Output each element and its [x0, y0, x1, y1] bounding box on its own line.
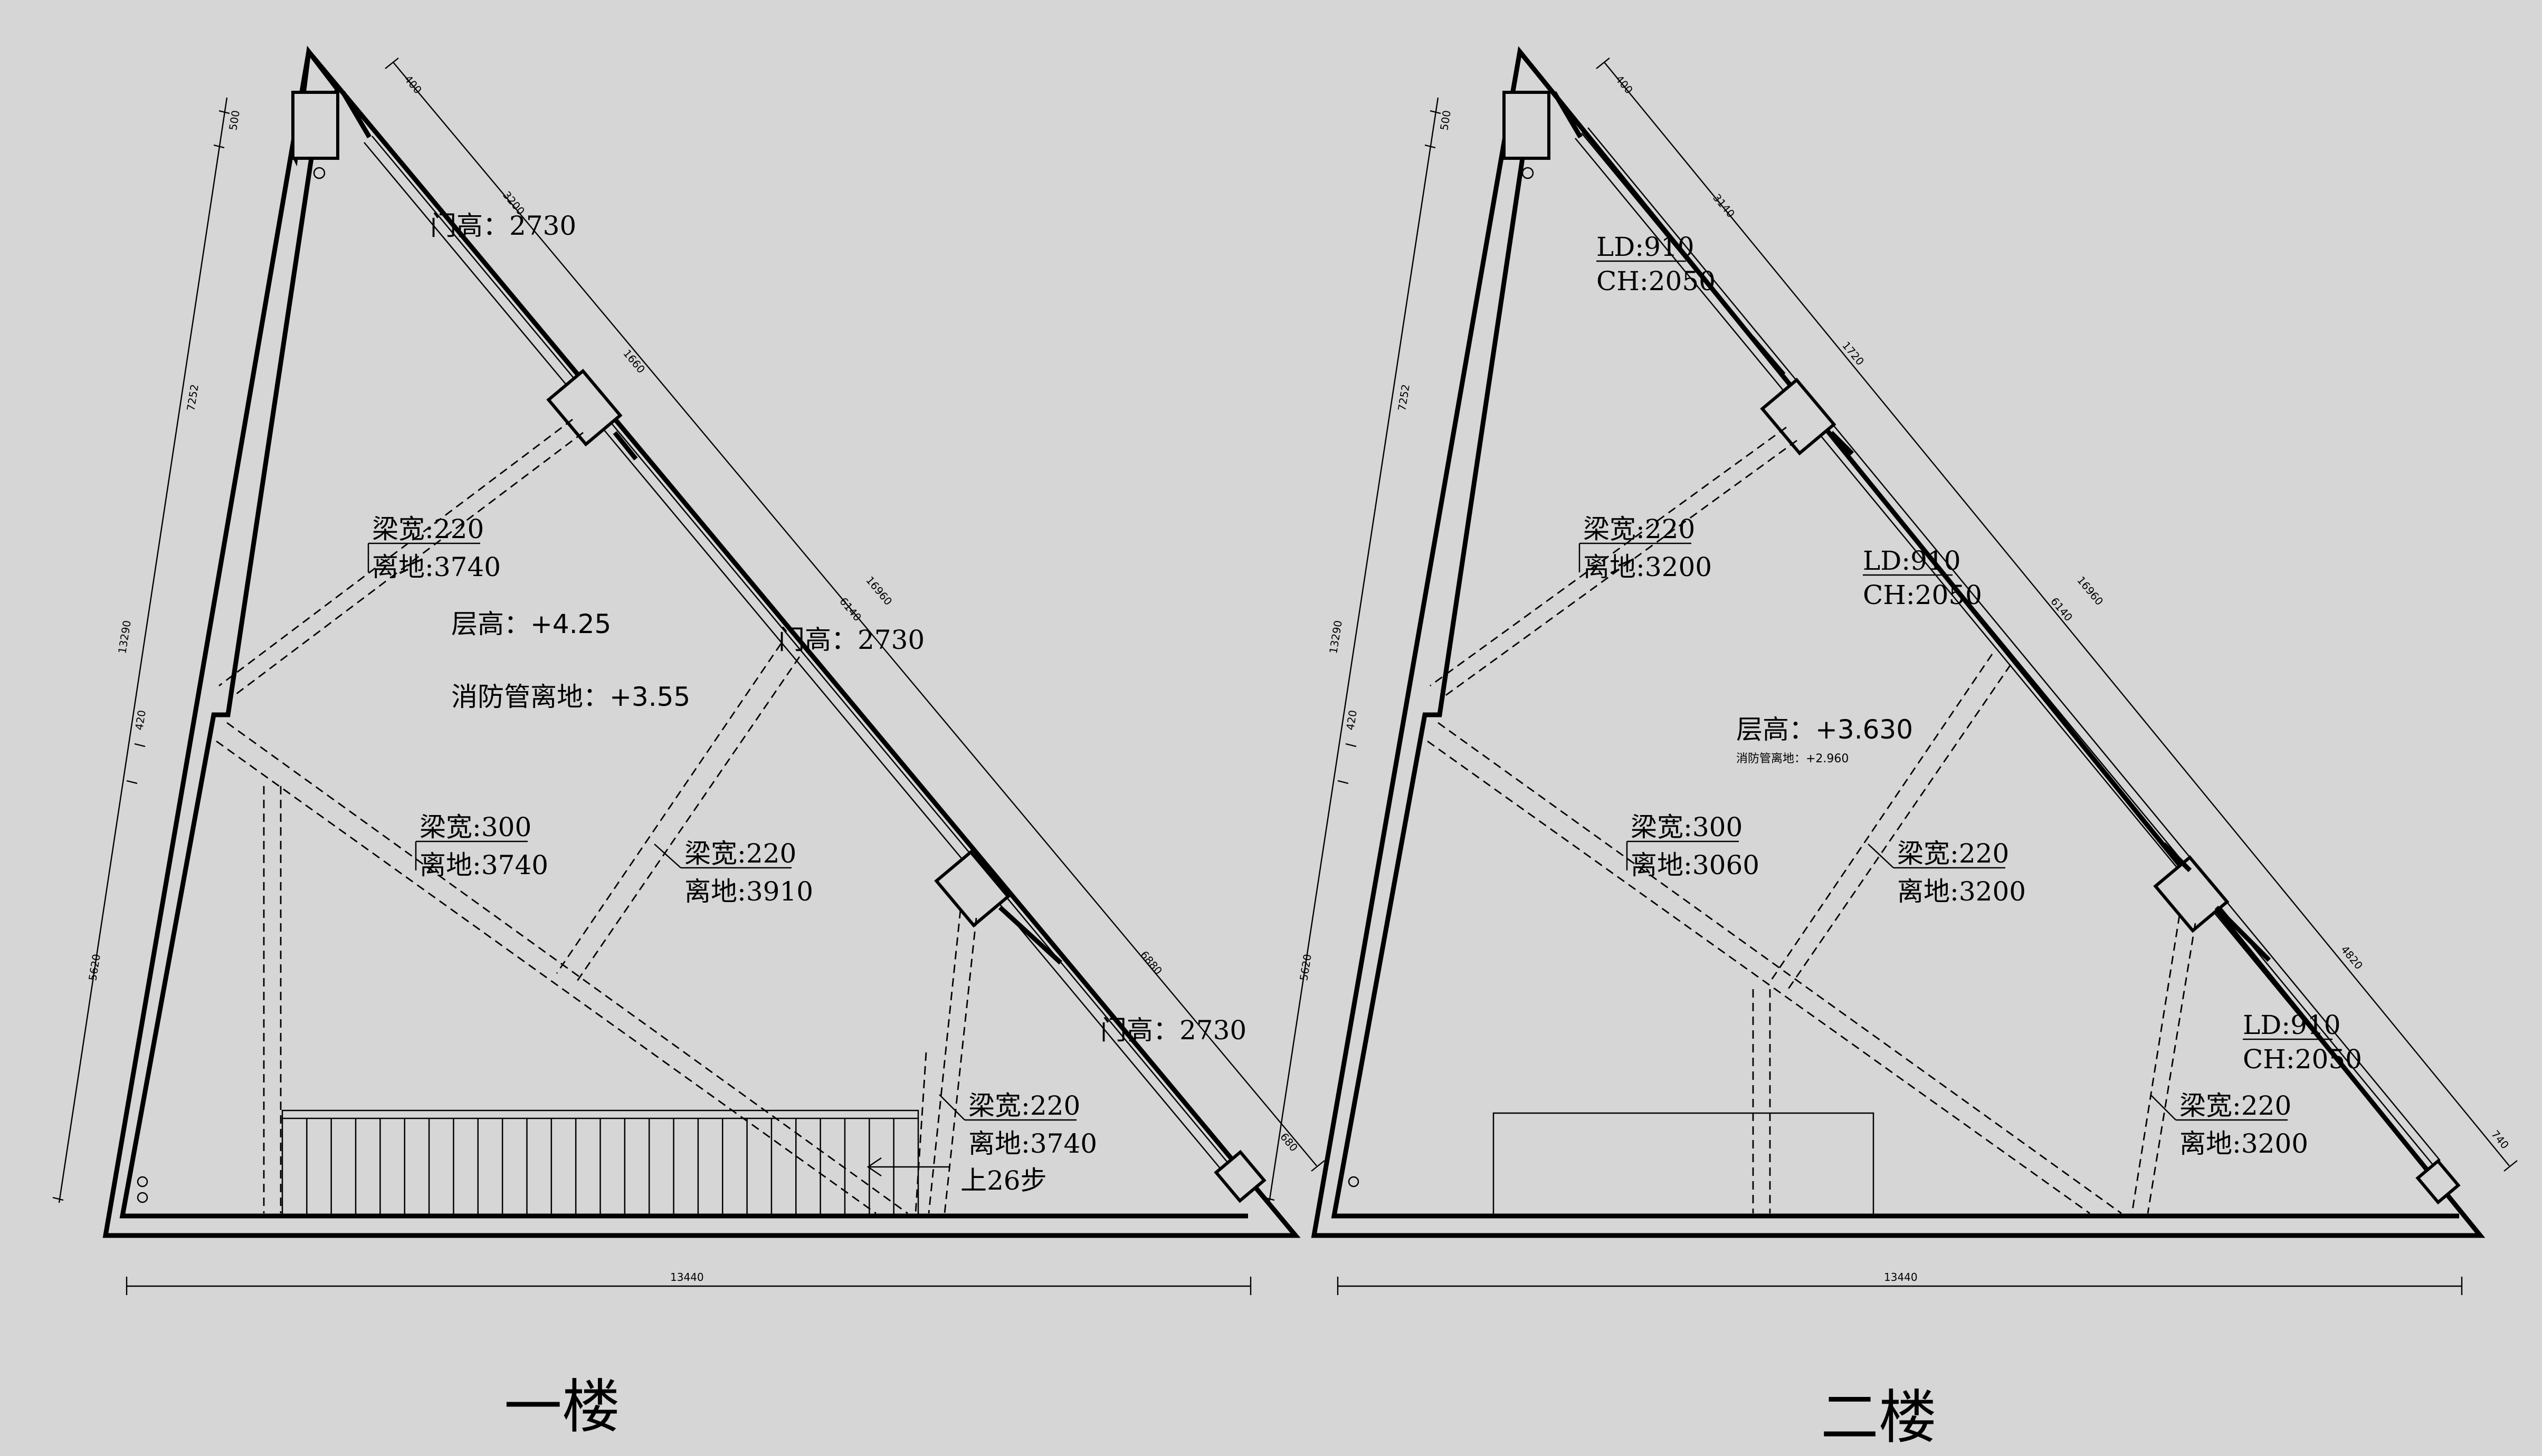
- dim-left: 13290: [116, 619, 134, 655]
- entry-column: [1502, 91, 1550, 160]
- glazing-line: [1581, 132, 2434, 1166]
- dim-right: 4820: [2338, 943, 2365, 972]
- door-height-label: 门高：2730: [430, 210, 576, 241]
- dim-left: 7252: [184, 384, 201, 412]
- floor-height-label: 层高：+3.630: [1736, 714, 1913, 745]
- pipe-height-label: 消防管离地：+2.960: [1736, 752, 1849, 765]
- door-height-label: 门高：2730: [778, 625, 925, 655]
- corner-marker: [313, 167, 326, 179]
- beam-height-label: 离地:3200: [2179, 1128, 2308, 1159]
- entry-column: [291, 91, 339, 160]
- hypotenuse-columns: [1750, 336, 2461, 1205]
- beam-height-label: 离地:3910: [684, 876, 813, 907]
- beam-width-label: 梁宽:220: [372, 514, 484, 544]
- glazing-line: [1575, 138, 2428, 1172]
- floor-title: 二楼: [1821, 1384, 1937, 1451]
- column: [934, 850, 1011, 928]
- column: [1214, 1150, 1267, 1203]
- dim-left: 500: [226, 109, 242, 131]
- glazing-line: [1587, 127, 2441, 1161]
- beam-width-label: 梁宽:220: [968, 1090, 1080, 1121]
- dim-right: 740: [2489, 1128, 2511, 1152]
- floor-height-label: 层高：+4.25: [451, 609, 611, 639]
- glazing-line: [372, 136, 1249, 1187]
- staircase: [281, 1109, 950, 1217]
- beams: [216, 418, 977, 1214]
- dim-right: 3140: [1710, 191, 1737, 220]
- dim-left: 5620: [1297, 953, 1314, 982]
- outer-wall: [1311, 46, 2486, 1238]
- dim-right: 6880: [1138, 949, 1165, 977]
- column: [2415, 1158, 2461, 1205]
- stair-void: [1492, 1112, 1874, 1217]
- door-ld-label: LD:910: [2243, 1010, 2341, 1040]
- pipe-height-label: 消防管离地：+3.55: [451, 682, 690, 712]
- door-ch-label: CH:2050: [1863, 580, 1982, 610]
- beam-width-label: 梁宽:220: [1583, 514, 1695, 544]
- dim-left: 13290: [1327, 619, 1345, 655]
- dim-bottom: 13440: [670, 1271, 704, 1283]
- dim-right: 16960: [2074, 574, 2106, 608]
- dim-left: 420: [1344, 709, 1359, 731]
- beams: [1427, 426, 2196, 1214]
- floor-title: 一楼: [504, 1373, 620, 1441]
- beam-height-label: 离地:3740: [968, 1128, 1097, 1159]
- dim-left: 5620: [86, 953, 103, 982]
- corner-marker: [137, 1192, 148, 1203]
- door-frames: [341, 91, 1063, 965]
- dim-left: 500: [1437, 109, 1453, 131]
- beam-width-label: 梁宽:300: [1631, 812, 1743, 842]
- hypotenuse-columns: [546, 369, 1267, 1203]
- dim-right: 680: [1278, 1131, 1300, 1154]
- beam-height-label: 离地:3200: [1583, 552, 1712, 582]
- door-ch-label: CH:2050: [1596, 266, 1716, 296]
- door-ch-label: CH:2050: [2243, 1044, 2362, 1075]
- arrow-head-icon: [867, 1157, 882, 1177]
- beam-width-label: 梁宽:300: [420, 812, 531, 842]
- corner-marker: [1348, 1176, 1359, 1187]
- floor-plan-2: 13440 500 7252 13290 420 5620 400 3140 1…: [1263, 46, 2518, 1451]
- floor-plan-1: 13440 500 7252 13290 420 5620 400 3200 1…: [52, 45, 1325, 1441]
- stair-label: 上26步: [960, 1165, 1047, 1196]
- beam-width-label: 梁宽:220: [684, 838, 796, 869]
- door-ld-label: LD:910: [1863, 545, 1961, 576]
- outer-wall: [102, 46, 1301, 1238]
- door-ld-label: LD:910: [1596, 232, 1694, 262]
- column: [2153, 855, 2230, 933]
- corner-marker: [137, 1176, 148, 1187]
- dim-left: 420: [132, 709, 148, 731]
- dim-bottom: 13440: [1884, 1271, 1918, 1283]
- beam-height-label: 离地:3060: [1631, 850, 1759, 880]
- dim-right: 16960: [863, 574, 894, 608]
- door-height-label: 门高：2730: [1100, 1015, 1246, 1046]
- glazing-line: [364, 142, 1241, 1193]
- column: [546, 369, 623, 447]
- dimension-lines: [52, 58, 1325, 1295]
- dimension-lines: [1263, 58, 2518, 1295]
- beam-width-label: 梁宽:220: [2179, 1090, 2291, 1121]
- beam-height-label: 离地:3200: [1897, 876, 2026, 907]
- beam-width-label: 梁宽:220: [1897, 838, 2009, 869]
- dim-left: 7252: [1395, 384, 1412, 412]
- column: [1760, 378, 1836, 456]
- beam-height-label: 离地:3740: [372, 552, 501, 582]
- beam-height-label: 离地:3740: [420, 850, 548, 880]
- corner-marker: [1521, 167, 1534, 179]
